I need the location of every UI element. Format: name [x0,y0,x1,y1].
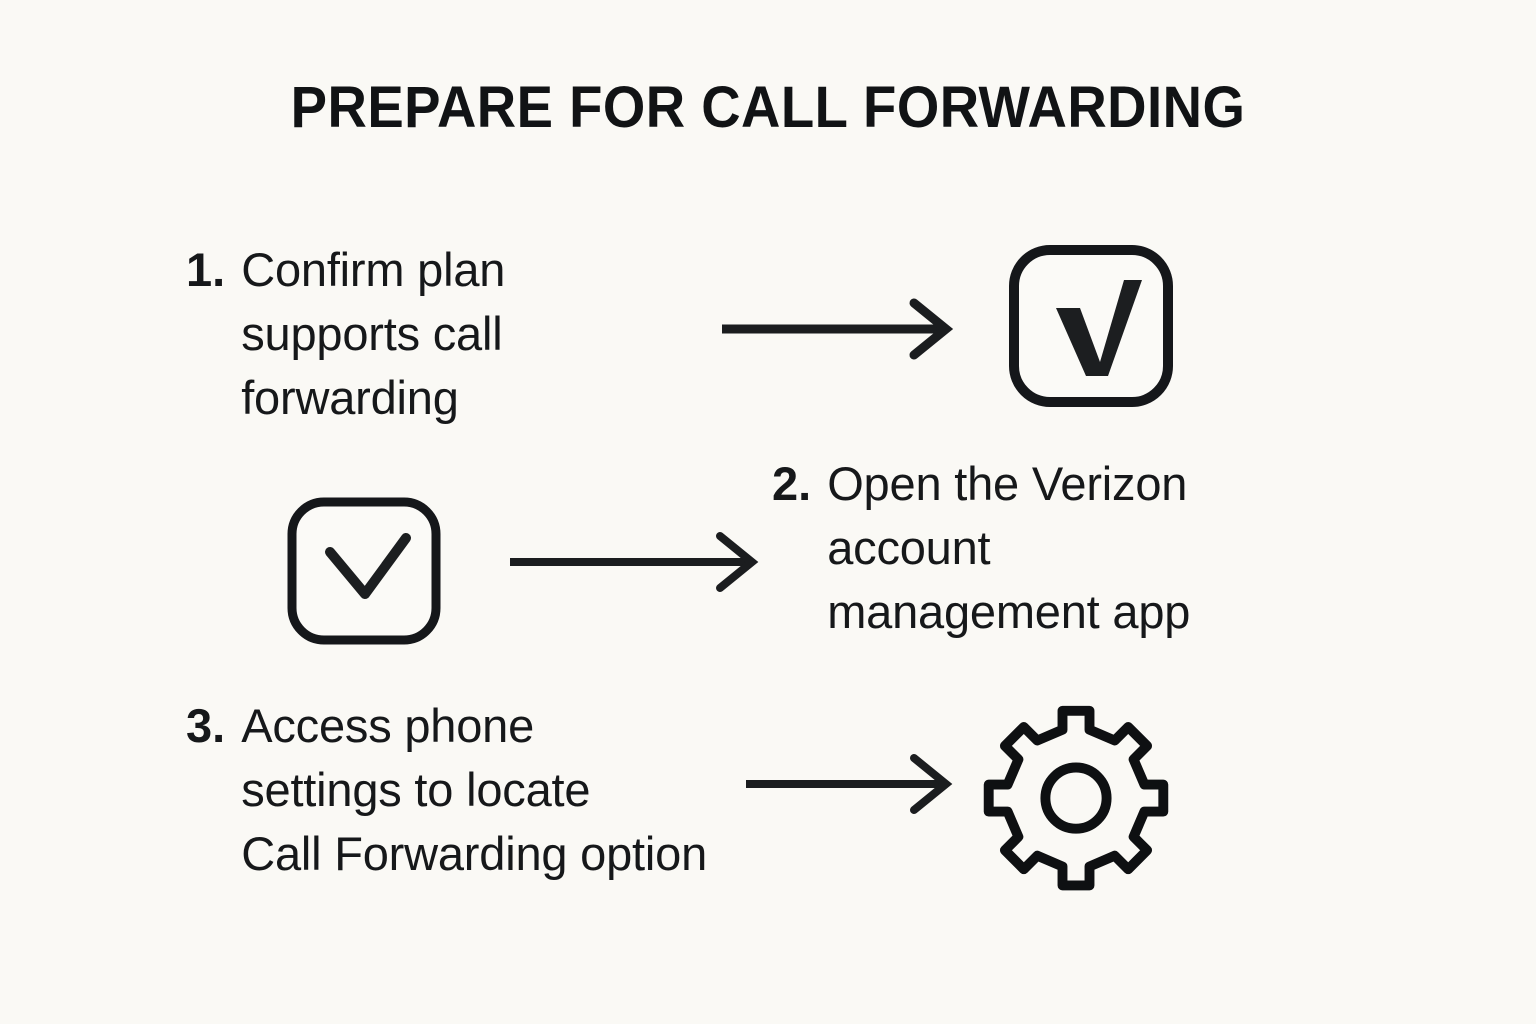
arrow-right-icon-1 [718,298,958,360]
step-text-1-line-3: forwarding [241,371,459,424]
step-text-2-line-2: account [827,521,991,574]
gear-icon [983,700,1169,891]
step-item-1: 1. Confirm plan supports call forwarding [186,238,505,430]
page-title: PREPARE FOR CALL FORWARDING [290,75,1246,140]
step-text-3-line-3: Call Forwarding option [241,827,708,880]
step-text-3: Access phone settings to locate Call For… [241,694,707,886]
step-text-3-line-2: settings to locate [241,763,591,816]
step-item-2: 2. Open the Verizon account management a… [772,452,1190,644]
step-text-2: Open the Verizon account management app [827,452,1190,644]
step-text-1: Confirm plan supports call forwarding [241,238,505,430]
step-text-2-line-1: Open the Verizon [827,457,1188,510]
step-text-1-line-2: supports call [241,307,503,360]
step-text-1-line-1: Confirm plan [241,243,506,296]
arrow-right-icon-3 [742,754,958,814]
arrow-right-icon-2 [506,532,764,592]
step-text-2-line-3: management app [827,585,1191,638]
checkbox-check-icon-1 [1008,244,1174,410]
checkbox-check-icon-2 [286,496,448,648]
step-number-1: 1. [186,243,226,296]
step-number-3: 3. [186,699,226,752]
step-text-3-line-1: Access phone [241,699,535,752]
step-item-3: 3. Access phone settings to locate Call … [186,694,707,886]
step-number-2: 2. [772,457,812,510]
